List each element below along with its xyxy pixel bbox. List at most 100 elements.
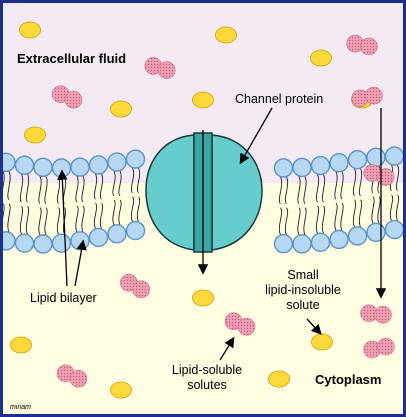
phospholipid-head-inner (33, 234, 53, 254)
small-lipid-insoluble-solute (110, 100, 132, 118)
phospholipid-head-outer (292, 157, 312, 178)
small-solute-label-line3: solute (286, 298, 319, 312)
phospholipid-head-outer (88, 155, 109, 175)
artist-signature: miriam (10, 404, 31, 411)
lipid-soluble-solute (120, 273, 150, 299)
phospholipid-head-inner (88, 227, 109, 248)
channel-protein-pointer (239, 107, 273, 165)
lipid-soluble-solute (224, 312, 256, 336)
lipid-soluble-solute (351, 86, 383, 108)
phospholipid-head-inner (329, 229, 349, 250)
phospholipid-head-outer (107, 152, 127, 172)
phospholipid-head-inner (125, 220, 146, 241)
channel-protein (145, 132, 263, 253)
small-solute-label-line1: Small (287, 268, 318, 282)
phospholipid-heads (0, 146, 405, 254)
phospholipid-head-inner (14, 233, 35, 253)
phospholipid-head-outer (0, 152, 16, 173)
lipid-soluble-solute (360, 304, 392, 324)
channel-protein-label: Channel protein (235, 92, 323, 106)
cytoplasm-label: Cytoplasm (315, 372, 381, 387)
phospholipid-head-outer (70, 157, 90, 177)
phospholipid-head-inner (70, 231, 90, 251)
lipid-soluble-solute (144, 57, 176, 79)
lipid-tail (278, 176, 283, 235)
small-solute-label-line2: lipid-insoluble (265, 283, 341, 297)
small-lipid-insoluble-solute (311, 333, 333, 351)
lipid-tail (44, 176, 48, 236)
lipid-tail (93, 173, 98, 229)
lipid-bilayer-pointer-top (57, 169, 68, 287)
lipid-tail (315, 174, 320, 234)
lipid-soluble-solute (363, 337, 395, 359)
arrows (57, 107, 387, 361)
small-lipid-insoluble-solute (215, 26, 237, 44)
lipid-tail (7, 171, 11, 233)
lipid-tail (334, 171, 338, 231)
small-lipid-insoluble-solute (268, 370, 290, 388)
lipid-tail (303, 176, 307, 236)
lipid-tail (25, 174, 30, 235)
small-lipid-insoluble-solute (24, 126, 46, 144)
solute-molecule-texture (360, 37, 378, 55)
lipid-tail (38, 176, 42, 236)
solute-molecule-texture (360, 304, 378, 322)
solute-molecule-texture (69, 370, 87, 388)
extracellular-fluid-label: Extracellular fluid (17, 51, 126, 66)
phospholipid-head-inner (384, 219, 405, 240)
small-lipid-insoluble-solute (19, 21, 41, 39)
channel-protein-left-half (145, 134, 195, 251)
solute-molecule-texture (365, 87, 383, 105)
lipid-tail (321, 174, 326, 234)
phospholipid-head-inner (292, 234, 312, 254)
solute-molecule-texture (144, 57, 162, 75)
lipid-tail (297, 176, 301, 236)
small-lipid-insoluble-solute (10, 336, 32, 354)
small-lipid-insoluble-solute (110, 381, 132, 399)
lipid-tail (340, 171, 344, 231)
lipid-tail (352, 168, 357, 228)
solute-molecule-texture (237, 318, 255, 336)
solute-molecule-texture (377, 168, 395, 186)
solute-molecule-texture (132, 280, 150, 298)
lipid-soluble-label-line2: solutes (187, 378, 227, 392)
small-lipid-insoluble-solute (310, 49, 332, 67)
solute-molecule-texture (351, 89, 369, 107)
solute-molecule-texture (158, 61, 176, 79)
lipid-tail (130, 167, 135, 222)
phospholipid-head-outer (366, 147, 386, 167)
lipid-tail (81, 175, 85, 232)
lipid-tail (284, 176, 289, 235)
lipid-tail (75, 175, 79, 232)
phospholipid-head-outer (273, 158, 294, 178)
lipid-bilayer-pointer-bottom (74, 239, 87, 287)
phospholipid-head-inner (347, 226, 368, 246)
solute-molecule-texture (346, 35, 364, 53)
phospholipid-head-outer (329, 153, 349, 173)
phospholipid-head-inner (107, 224, 127, 244)
lipid-tail (395, 164, 400, 221)
phospholipid-head-outer (33, 157, 53, 178)
lipid-soluble-solute (346, 34, 378, 56)
lipid-soluble-solute (56, 364, 88, 388)
phospholipid-head-inner (273, 234, 294, 254)
lipid-soluble-solute (51, 85, 83, 109)
phospholipid-head-outer (310, 155, 331, 176)
small-solute-pointer (306, 318, 322, 335)
lipid-tail (112, 170, 116, 225)
solute-molecule-texture (377, 338, 395, 356)
lipid-soluble-label-line1: Lipid-soluble (172, 363, 242, 377)
phospholipid-head-inner (51, 233, 72, 253)
small-lipid-insoluble-solute (192, 91, 214, 109)
channel-protein-right-half (211, 134, 263, 251)
solute-molecule-texture (363, 340, 381, 358)
lipid-bilayer-label: Lipid bilayer (30, 291, 97, 305)
lipid-tail (19, 174, 24, 235)
phospholipid-head-inner (366, 222, 386, 243)
phospholipid-head-outer (125, 149, 146, 169)
phospholipid-head-outer (14, 155, 35, 175)
lipid-tail (118, 170, 122, 225)
